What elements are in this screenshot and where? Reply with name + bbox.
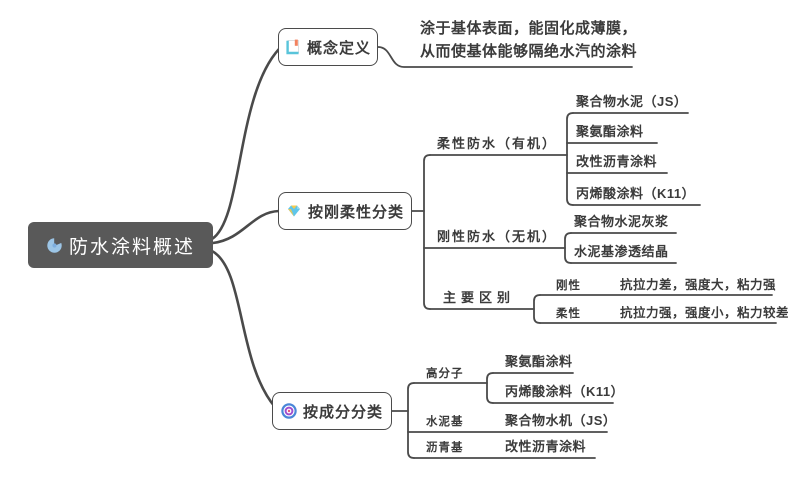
- note-definition-line1[interactable]: 涂于基体表面，能固化成薄膜，: [420, 20, 638, 37]
- note-definition-line2[interactable]: 从而使基体能够隔绝水汽的涂料: [420, 43, 638, 60]
- pie-chart-icon: [46, 236, 63, 254]
- desc-flexible[interactable]: 抗拉力强，强度小，粘力较差: [620, 306, 790, 320]
- topic-rigid-waterproof-inorganic[interactable]: 刚性防水（无机）: [437, 229, 558, 244]
- topic-asphalt-based[interactable]: 沥青基: [426, 442, 464, 454]
- topic-composition-label: 按成分分类: [302, 403, 383, 421]
- topic-flexible-waterproof-organic[interactable]: 柔性防水（有机）: [437, 136, 558, 151]
- root-topic[interactable]: 防水涂料概述: [28, 222, 213, 268]
- leaf-modified-asphalt-bottom[interactable]: 改性沥青涂料: [505, 439, 587, 454]
- connector-root-to-composition: [210, 249, 277, 409]
- label-flexible[interactable]: 柔性: [556, 308, 581, 320]
- topic-concept-definition-label: 概念定义: [306, 39, 371, 57]
- leaf-polyurethane-coating-bottom[interactable]: 聚氨酯涂料: [505, 354, 573, 369]
- leaf-polymer-cement-js[interactable]: 聚合物水泥（JS）: [576, 94, 688, 109]
- label-rigid[interactable]: 刚性: [556, 280, 581, 292]
- leaf-polyurethane-coating[interactable]: 聚氨酯涂料: [576, 124, 644, 139]
- leaf-cement-penetrating-crystal[interactable]: 水泥基渗透结晶: [574, 244, 669, 259]
- topic-main-differences[interactable]: 主要区别: [443, 290, 516, 305]
- leaf-acrylic-coating-k11-bottom[interactable]: 丙烯酸涂料（K11）: [505, 384, 625, 399]
- topic-composition-classification[interactable]: 按成分分类: [272, 392, 392, 430]
- topic-polymer-group[interactable]: 高分子: [426, 368, 464, 380]
- bracket-flexible-children: [566, 112, 574, 206]
- bracket-composition: [407, 382, 415, 459]
- topic-rigid-flexible-classification[interactable]: 按刚柔性分类: [278, 192, 412, 230]
- leaf-modified-asphalt-coating[interactable]: 改性沥青涂料: [576, 154, 658, 169]
- connector-root-to-rigidflex: [211, 209, 281, 245]
- topic-rigid-flexible-label: 按刚柔性分类: [307, 203, 404, 221]
- bracket-rigidflex: [423, 154, 431, 310]
- root-topic-label: 防水涂料概述: [68, 236, 195, 258]
- bracket-maindiff-children: [533, 294, 541, 324]
- connector-root-to-concept: [210, 47, 281, 241]
- target-icon: [281, 403, 297, 419]
- desc-rigid[interactable]: 抗拉力差，强度大，粘力强: [620, 278, 777, 292]
- bracket-rigid-children: [564, 232, 572, 264]
- leaf-polymer-cement-js-bottom[interactable]: 聚合物水机（JS）: [505, 413, 617, 428]
- document-icon: [285, 39, 301, 55]
- leaf-polymer-cement-slurry[interactable]: 聚合物水泥灰浆: [574, 214, 669, 229]
- bracket-polymer-children: [486, 372, 494, 404]
- topic-concept-definition[interactable]: 概念定义: [278, 28, 378, 66]
- gem-icon: [286, 203, 302, 219]
- topic-cement-based[interactable]: 水泥基: [426, 416, 464, 428]
- leaf-acrylic-coating-k11[interactable]: 丙烯酸涂料（K11）: [576, 186, 696, 201]
